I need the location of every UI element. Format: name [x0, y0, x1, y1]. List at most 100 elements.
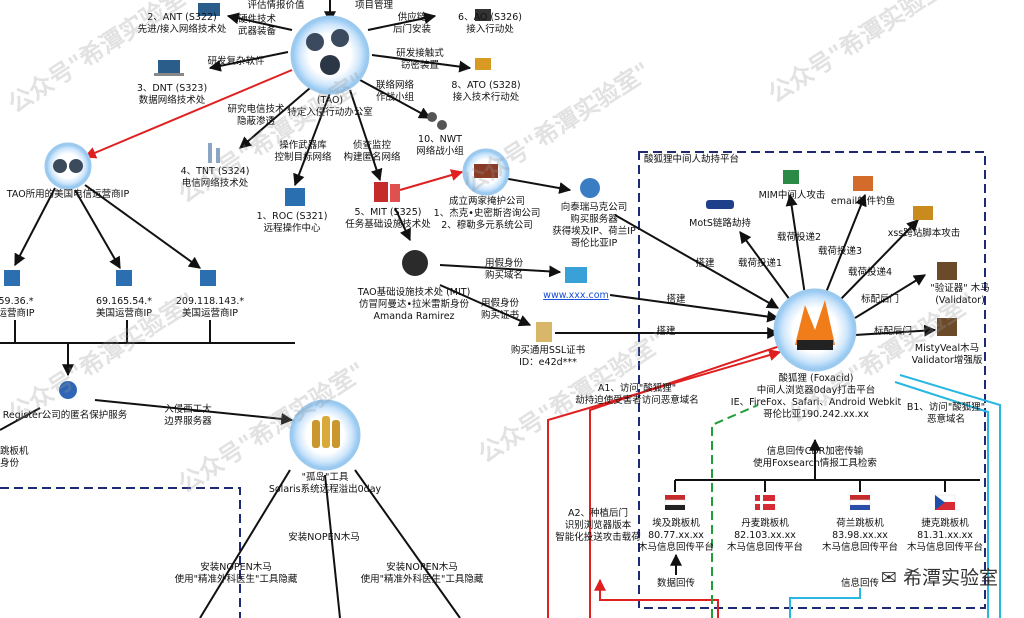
shop-icon-domain: [565, 267, 587, 283]
build-1-label: 搭建: [695, 258, 715, 269]
ip3-label: 209.118.143.*美国运营商IP: [175, 296, 245, 319]
tnt-label: 4、TNT (S324)电信网络技术处: [180, 166, 250, 189]
computer-icon-ip3: [200, 270, 216, 286]
validator-label: "验证器" 木马(Validator): [930, 283, 990, 306]
jump-left-label: 跳板机身份: [0, 446, 29, 469]
register-label: Register公司的匿名保护服务: [2, 410, 128, 421]
computer-icon-ant: [198, 3, 220, 16]
user-icon-register: [59, 381, 77, 399]
nopen-right-label: 安装NOPEN木马使用"精准外科医生"工具隐藏: [360, 562, 484, 585]
ato-edge-label: 研发接触式窃密装置: [396, 48, 444, 71]
tao-label: (TAO)特定入侵行动办公室: [287, 95, 373, 118]
xss-label: xss跨站脚本攻击: [887, 228, 961, 239]
green-cyan-paths: [711, 374, 1001, 618]
computer-icon-dnt: [154, 60, 184, 76]
horse-icon-mistyveal: [937, 318, 957, 336]
antenna-icon-tnt: [208, 143, 220, 163]
nodes-icon-nwt: [427, 112, 447, 130]
cert-icon-ssl: [536, 322, 552, 342]
gadget-icon-ato: [475, 58, 491, 70]
ato-label: 8、ATO (S328)接入技术行动处: [451, 80, 521, 103]
monitor-icon-roc: [285, 188, 305, 206]
info-return-label: 信息回传: [840, 578, 880, 589]
foxacid-platform-box: [638, 151, 986, 609]
ip1-label: 59.36.*运营商IP: [0, 296, 35, 319]
ant-label: 2、ANT (S322)先进/接入网络技术处: [137, 12, 227, 35]
foxacid-platform-title: 酸狐狸中间人劫持平台: [644, 154, 740, 165]
roc-label: 1、ROC (S321)远程操作中心: [256, 211, 328, 234]
payload-4-label: 载荷投递4: [847, 267, 893, 278]
data-return-label: 数据回传: [656, 578, 696, 589]
briefcase-icon-ao: [475, 9, 491, 21]
tao-top-label: 评估情报价值: [247, 0, 305, 11]
wechat-icon: ✉: [881, 567, 903, 589]
computer-icon-ip1: [4, 270, 20, 286]
mit-edge-label: 侦查监控构建匿名网络: [343, 140, 401, 163]
foxacid-node: [773, 288, 857, 372]
border-edge-label: 入侵西工大边界服务器: [164, 404, 212, 427]
build-2-label: 搭建: [666, 294, 686, 305]
server-icon-mit: [374, 182, 400, 202]
mit-label: 5、MIT (S325)任务基础设施技术处: [345, 207, 431, 230]
mots-label: MotS链路劫持: [689, 218, 751, 229]
fake-domain-label: 用假身份购买域名: [484, 258, 524, 281]
gudao-node: [289, 399, 361, 471]
computer-icon-ip2: [116, 270, 132, 286]
brand-logo: ✉ 希潭实验室: [881, 567, 998, 589]
foxacid-connectors: [670, 193, 980, 575]
ao-label: 6、AO (S326)接入行动处: [458, 12, 522, 35]
ao-edge-label: 供应链后门安装: [392, 12, 432, 35]
device-icon-mim: [783, 170, 799, 184]
roc-edge-label: 操作武器库控制目标网络: [274, 140, 332, 163]
mim-label: MIM中间人攻击: [758, 190, 826, 201]
project-label: 项目管理: [354, 0, 394, 11]
device-icon-email: [853, 176, 873, 191]
nopen-mid-label: 安装NOPEN木马: [288, 532, 360, 543]
flag-icon-denmark: [755, 495, 775, 510]
nopen-left-label: 安装NOPEN木马使用"精准外科医生"工具隐藏: [174, 562, 298, 585]
us-isp-label: TAO所用的美国电信运营商IP: [6, 189, 130, 200]
flag-icon-netherlands: [849, 495, 871, 510]
isp-connectors: [0, 184, 461, 618]
email-label: email邮件钓鱼: [830, 196, 896, 207]
backdoor-1-label: 标配后门: [860, 294, 900, 305]
tnt-edge-label: 研究电信技术隐蔽渗透: [227, 104, 285, 127]
front-company-node: [462, 148, 510, 196]
agent-icon-mit: [402, 250, 428, 276]
ant-edge-label: 硬件技术武器装备: [237, 14, 277, 37]
a2-label: A2、种植后门识别浏览器版本智能化投送攻击载荷: [555, 508, 641, 543]
flag-icon-egypt: [664, 495, 686, 510]
dnt-label: 3、DNT (S323)数据网络技术处: [136, 83, 208, 106]
network-icon-buyer: [580, 178, 600, 198]
red-attack-paths: [83, 69, 782, 618]
horse-icon-validator: [937, 262, 957, 280]
device-icon-mots: [706, 200, 734, 209]
ip2-label: 69.165.54.*美国运营商IP: [95, 296, 153, 319]
tao-connectors: [208, 0, 780, 339]
dnt-edge-label: 研发复杂软件: [207, 56, 265, 67]
binoculars-node: [44, 142, 92, 190]
domain-link[interactable]: www.xxx.com: [543, 290, 609, 301]
tao-node: [290, 15, 370, 95]
payload-1-label: 载荷投递1: [737, 258, 783, 269]
cdr-label: 信息回传CDR加密传输使用Foxsearch情报工具检索: [753, 446, 877, 469]
b1-label: B1、访问"酸狐狸"恶意域名: [906, 402, 986, 425]
payload-3-label: 载荷投递3: [817, 246, 863, 257]
left-region-box: [0, 487, 241, 618]
device-icon-xss: [913, 206, 933, 220]
payload-2-label: 载荷投递2: [776, 232, 822, 243]
flag-icon-czech: [934, 494, 956, 510]
backdoor-2-label: 标配后门: [873, 326, 913, 337]
